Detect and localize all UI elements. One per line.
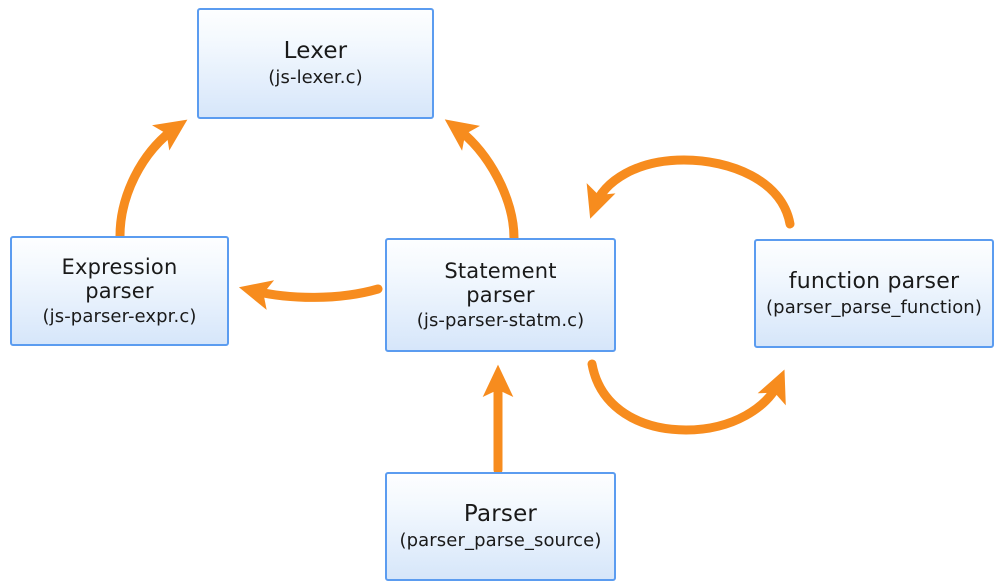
node-lexer-subtitle: (js-lexer.c) (268, 67, 363, 89)
edge-statement-parser-to-lexer (444, 119, 519, 243)
node-statement-parser-subtitle: (js-parser-statm.c) (416, 310, 585, 332)
edge-function-parser-to-statement-parser (586, 155, 795, 229)
node-parser-title: Parser (463, 501, 538, 528)
node-function-parser-subtitle: (parser_parse_function) (766, 296, 982, 318)
node-statement-parser[interactable]: Statement parser (js-parser-statm.c) (385, 238, 616, 352)
edge-statement-parser-to-expression-parser (238, 280, 383, 310)
node-statement-parser-title: Statement parser (444, 258, 557, 308)
node-function-parser[interactable]: function parser (parser_parse_function) (754, 239, 994, 348)
node-expression-parser-subtitle: (js-parser-expr.c) (42, 306, 197, 328)
node-parser[interactable]: Parser (parser_parse_source) (385, 472, 616, 581)
node-expression-parser-title: Expression parser (61, 254, 178, 304)
node-function-parser-title: function parser (788, 268, 960, 294)
node-lexer-title: Lexer (283, 38, 348, 65)
node-parser-subtitle: (parser_parse_source) (399, 530, 602, 552)
edge-expression-parser-to-lexer (115, 119, 188, 241)
node-expression-parser[interactable]: Expression parser (js-parser-expr.c) (10, 236, 229, 346)
node-lexer[interactable]: Lexer (js-lexer.c) (197, 8, 434, 119)
edge-statement-parser-to-function-parser (587, 359, 786, 435)
